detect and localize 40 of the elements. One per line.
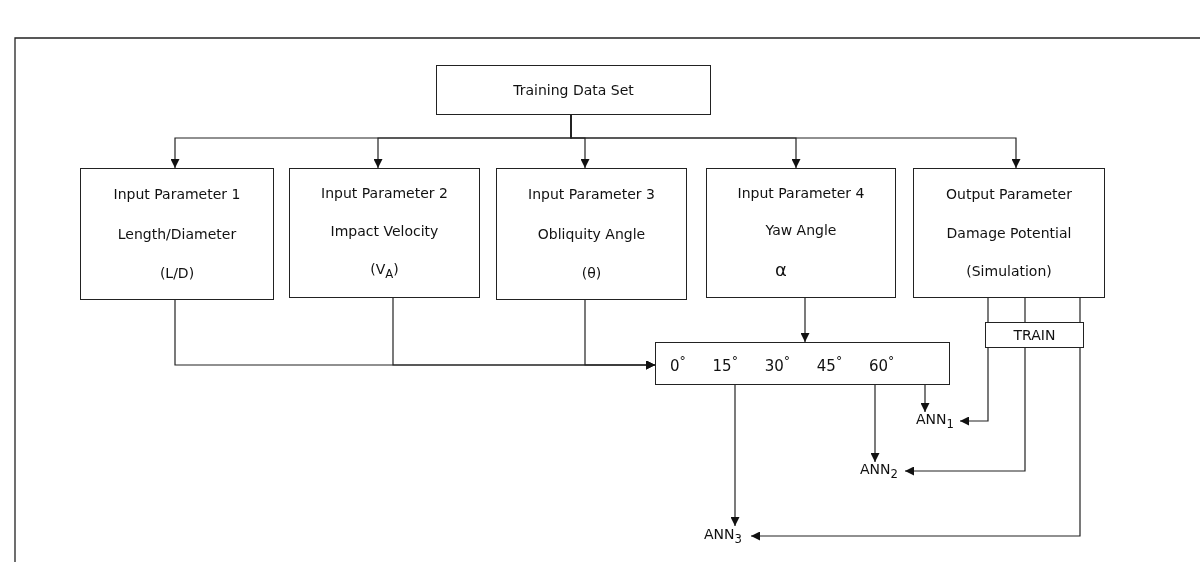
arrow [800, 297, 810, 343]
arrow [750, 347, 1081, 541]
arrow [730, 384, 740, 527]
box-text: Damage Potential [946, 224, 1072, 242]
box-text: (L/D) [159, 264, 195, 282]
arrow [870, 384, 880, 463]
arrow [584, 299, 656, 370]
angle-values: 0$^{°}$ 15$^{°}$ 30$^{°}$ 45$^{°}$ 60$^{°}$ [670, 352, 895, 375]
process-box [913, 168, 1105, 298]
box-text: (θ) [581, 264, 602, 282]
box-title: Input Parameter 1 [113, 186, 241, 204]
process-box [496, 168, 687, 300]
connector-line [1079, 297, 1081, 323]
network-label: ANN$_{1}$ [916, 411, 954, 431]
box-title: TRAIN [1013, 326, 1056, 344]
arrow [920, 384, 930, 413]
process-box [985, 322, 1084, 348]
box-title: Input Parameter 4 [737, 185, 865, 202]
box-text: Impact Velocity [330, 223, 439, 240]
box-title: Output Parameter [946, 185, 1072, 203]
network-label: ANN$_{2}$ [860, 461, 898, 481]
box-text: (Simulation) [966, 263, 1052, 281]
box-title: Training Data Set [513, 81, 634, 99]
process-box [706, 168, 896, 298]
box-text: Yaw Angle [765, 222, 837, 239]
box-text: Length/Diameter [117, 225, 237, 243]
heading-box [436, 65, 711, 115]
box-text: Obliquity Angle [537, 225, 646, 243]
angle-scale-box [655, 342, 950, 385]
network-label: ANN$_{3}$ [704, 526, 742, 546]
connector-line [987, 297, 989, 323]
connector-line [1024, 297, 1026, 323]
box-text: (V$_{A}$) [370, 260, 399, 281]
box-text: α [775, 259, 787, 281]
process-box [80, 168, 274, 300]
arrow [959, 347, 989, 426]
box-title: Input Parameter 2 [321, 185, 448, 203]
process-box [289, 168, 480, 298]
box-title: Input Parameter 3 [528, 186, 655, 204]
arrow [904, 347, 1026, 476]
